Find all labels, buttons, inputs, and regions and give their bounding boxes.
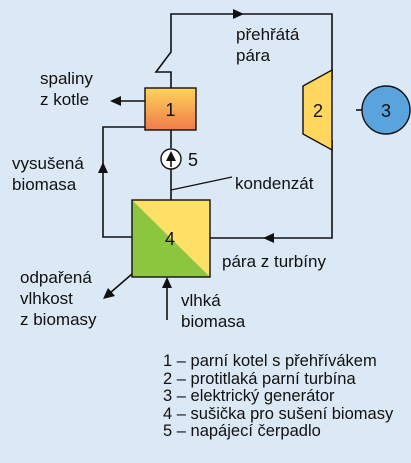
wet-biomass-label: vlhká biomasa: [181, 291, 246, 331]
legend-item-generator: 3 – elektrický generátor: [163, 387, 335, 405]
superheated-steam-line: [154, 13, 333, 88]
dryer-green-half: [132, 200, 210, 277]
dryer-number: 4: [165, 229, 175, 249]
condensate-pointer: [170, 176, 233, 191]
boiler-number: 1: [165, 100, 175, 120]
evaporated-moisture-line: [109, 273, 133, 294]
condensate-label: kondenzát: [235, 174, 314, 193]
legend-item-dryer: 4 – sušička pro sušení biomasy: [163, 404, 394, 423]
turbine-number: 2: [313, 101, 323, 121]
steam-flow-arrow: [233, 9, 244, 19]
pump-arrow-icon: [166, 151, 176, 161]
evaporated-moisture-label: odpařená vlhkost z biomasy: [20, 268, 97, 329]
dried-biomass-label: vysušená biomasa: [12, 154, 89, 194]
legend-item-boiler: 1 – parní kotel s přehřívákem: [163, 352, 377, 370]
legend: 1 – parní kotel s přehřívákem 2 – protit…: [163, 352, 394, 441]
exhaust-flow-arrow: [263, 233, 274, 243]
flue-gas-label: spaliny z kotle: [40, 69, 98, 109]
superheated-steam-label: přehřátá pára: [236, 25, 304, 65]
dried-biomass-arrow: [98, 162, 108, 173]
dryer-box: [131, 199, 211, 278]
turbine-body: [302, 68, 333, 152]
wet-biomass-arrow: [162, 277, 172, 288]
turbine-exhaust-line: [210, 140, 333, 239]
generator-circle: [361, 85, 411, 135]
legend-item-pump: 5 – napájecí čerpadlo: [163, 422, 321, 440]
flue-gas-arrow: [110, 96, 121, 106]
evaporated-moisture-arrow: [103, 288, 115, 299]
dried-biomass-line: [102, 126, 145, 238]
turbine-steam-label: pára z turbíny: [222, 252, 326, 271]
pump-number: 5: [188, 150, 198, 170]
generator-number: 3: [381, 101, 391, 121]
boiler-box: [144, 87, 197, 131]
legend-item-turbine: 2 – protitlaká parní turbína: [163, 369, 356, 388]
